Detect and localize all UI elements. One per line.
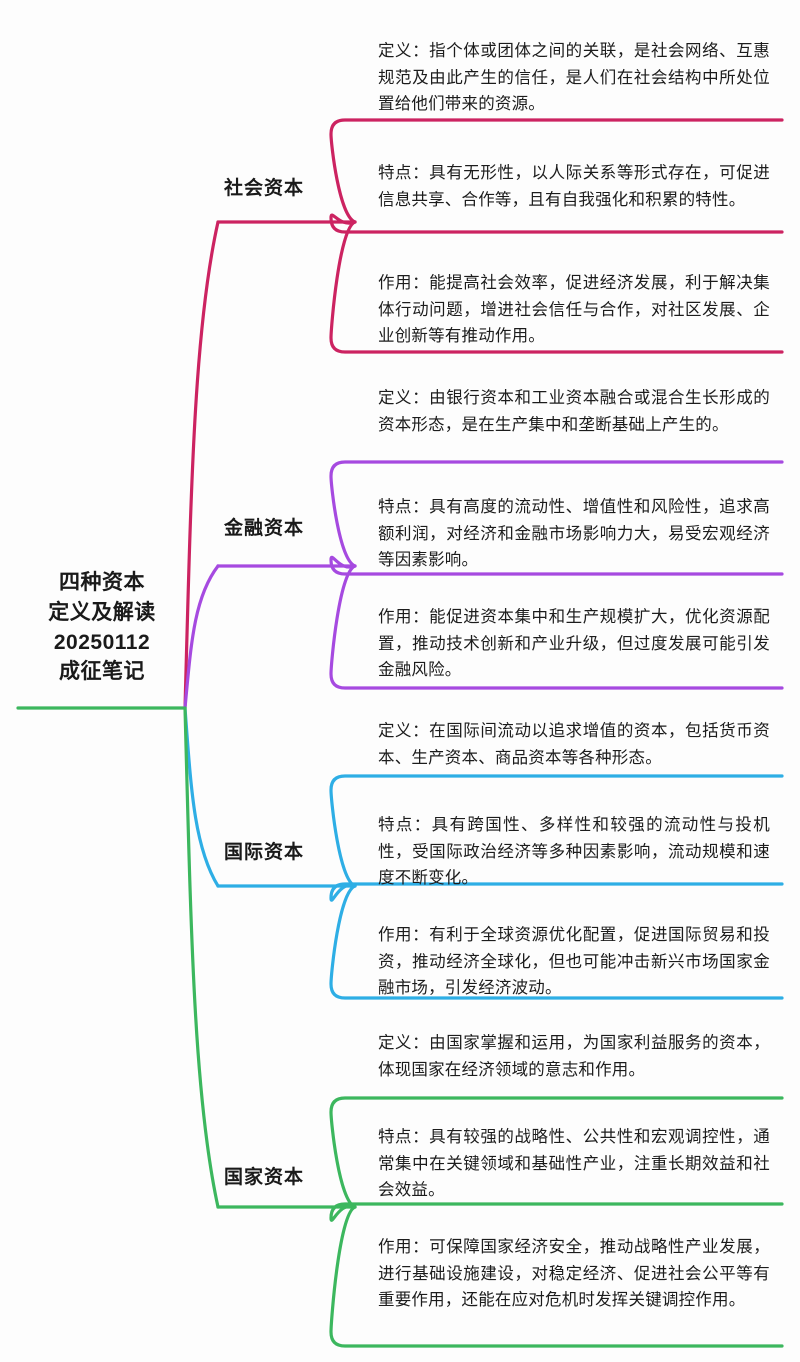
root-node[interactable]: 四种资本 定义及解读 20250112 成征笔记 — [18, 568, 186, 687]
connector-trunk-1 — [183, 564, 220, 710]
leaf-text: 特点：具有跨国性、多样性和较强的流动性与投机性，受国际政治经济等多种因素影响，流… — [378, 816, 770, 888]
leaf-text: 作用：可保障国家经济安全，推动战略性产业发展，进行基础设施建设，对稳定经济、促进… — [378, 1238, 770, 1310]
root-line-1: 四种资本 — [59, 571, 145, 594]
branch-label-international-capital[interactable]: 国际资本 — [224, 842, 305, 863]
leaf-node-international-role[interactable]: 作用：有利于全球资源优化配置，促进国际贸易和投资，推动经济全球化，但也可能冲击新… — [378, 922, 770, 1002]
leaf-text: 特点：具有较强的战略性、公共性和宏观调控性，通常集中在关键领域和基础性产业，注重… — [378, 1128, 770, 1200]
leaf-text: 作用：能促进资本集中和生产规模扩大，优化资源配置，推动技术创新和产业升级，但过度… — [378, 608, 770, 680]
leaf-text: 定义：在国际间流动以追求增值的资本，包括货币资本、生产资本、商品资本等各种形态。 — [378, 722, 770, 767]
leaf-node-financial-definition[interactable]: 定义：由银行资本和工业资本融合或混合生长形成的资本形态，是在生产集中和垄断基础上… — [378, 385, 770, 438]
root-line-4: 成征笔记 — [59, 660, 145, 684]
leaf-text: 特点：具有高度的流动性、增值性和风险性，追求高额利润，对经济和金融市场影响力大，… — [378, 498, 770, 570]
connector-leaf-3-1 — [329, 1202, 784, 1222]
branch-label-social-capital[interactable]: 社会资本 — [224, 178, 305, 199]
leaf-node-international-definition[interactable]: 定义：在国际间流动以追求增值的资本，包括货币资本、生产资本、商品资本等各种形态。 — [378, 718, 770, 771]
leaf-node-social-features[interactable]: 特点：具有无形性，以人际关系等形式存在，可促进信息共享、合作等，且有自我强化和积… — [378, 160, 770, 213]
connector-trunk-0 — [183, 220, 220, 710]
leaf-text: 定义：指个体或团体之间的关联，是社会网络、互惠规范及由此产生的信任，是人们在社会… — [378, 42, 770, 114]
leaf-text: 定义：由国家掌握和运用，为国家利益服务的资本，体现国家在经济领域的意志和作用。 — [378, 1034, 770, 1079]
connector-trunk-3 — [183, 706, 220, 1209]
leaf-node-international-features[interactable]: 特点：具有跨国性、多样性和较强的流动性与投机性，受国际政治经济等多种因素影响，流… — [378, 812, 770, 892]
leaf-node-financial-role[interactable]: 作用：能促进资本集中和生产规模扩大，优化资源配置，推动技术创新和产业升级，但过度… — [378, 604, 770, 684]
leaf-node-national-features[interactable]: 特点：具有较强的战略性、公共性和宏观调控性，通常集中在关键领域和基础性产业，注重… — [378, 1124, 770, 1204]
branch-label-financial-capital[interactable]: 金融资本 — [224, 518, 305, 539]
leaf-node-social-definition[interactable]: 定义：指个体或团体之间的关联，是社会网络、互惠规范及由此产生的信任，是人们在社会… — [378, 38, 770, 118]
leaf-text: 作用：有利于全球资源优化配置，促进国际贸易和投资，推动经济全球化，但也可能冲击新… — [378, 926, 770, 998]
leaf-node-social-role[interactable]: 作用：能提高社会效率，促进经济发展，利于解决集体行动问题，增进社会信任与合作，对… — [378, 270, 770, 350]
leaf-text: 作用：能提高社会效率，促进经济发展，利于解决集体行动问题，增进社会信任与合作，对… — [378, 274, 770, 346]
leaf-node-national-role[interactable]: 作用：可保障国家经济安全，推动战略性产业发展，进行基础设施建设，对稳定经济、促进… — [378, 1234, 770, 1314]
leaf-node-national-definition[interactable]: 定义：由国家掌握和运用，为国家利益服务的资本，体现国家在经济领域的意志和作用。 — [378, 1030, 770, 1083]
root-line-2: 定义及解读 — [48, 600, 156, 624]
connector-leaf-0-1 — [329, 213, 784, 234]
leaf-text: 定义：由银行资本和工业资本融合或混合生长形成的资本形态，是在生产集中和垄断基础上… — [378, 389, 770, 434]
leaf-text: 特点：具有无形性，以人际关系等形式存在，可促进信息共享、合作等，且有自我强化和积… — [378, 164, 770, 209]
leaf-node-financial-features[interactable]: 特点：具有高度的流动性、增值性和风险性，追求高额利润，对经济和金融市场影响力大，… — [378, 494, 770, 574]
connector-trunk-2 — [183, 706, 220, 888]
root-line-3: 20250112 — [53, 630, 151, 654]
branch-label-national-capital[interactable]: 国家资本 — [224, 1167, 305, 1188]
